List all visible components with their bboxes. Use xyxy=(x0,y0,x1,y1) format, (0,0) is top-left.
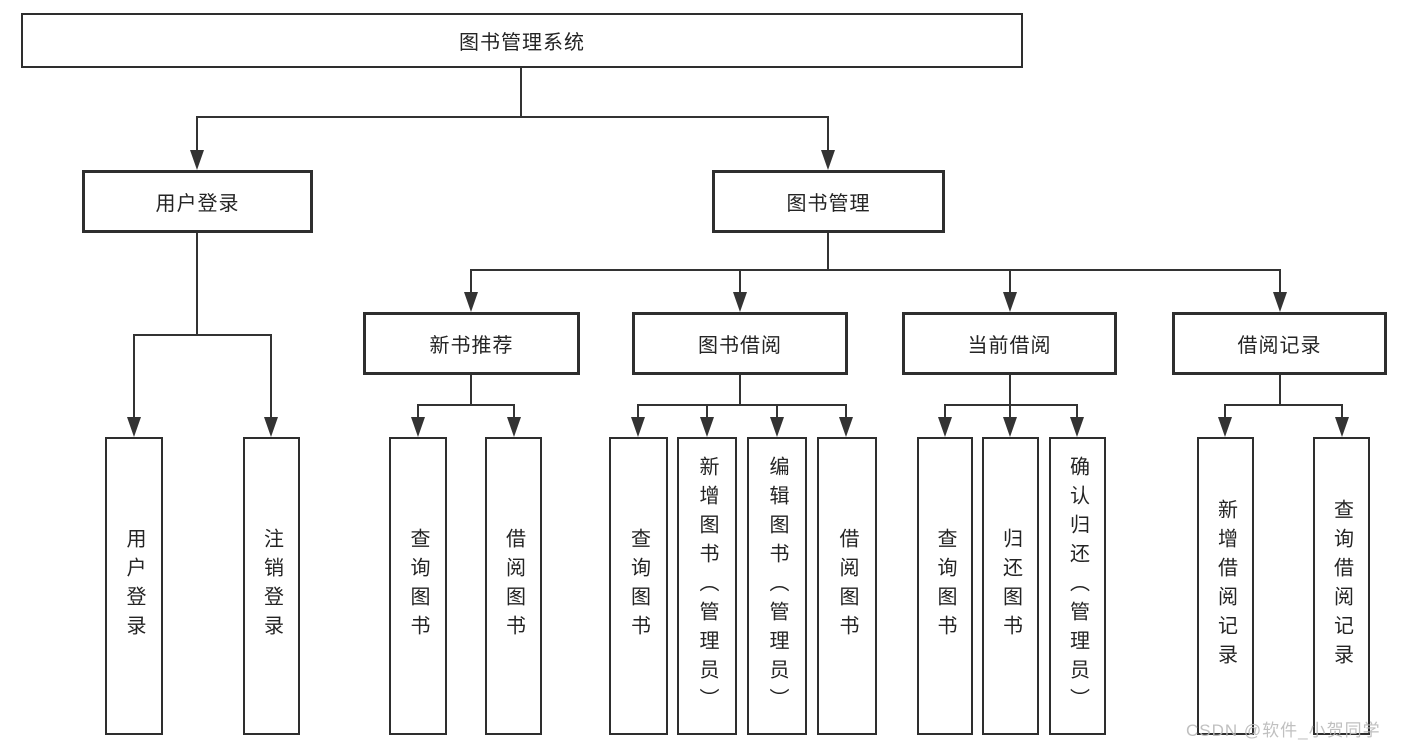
connector-line xyxy=(470,269,1281,271)
arrowhead-down-icon xyxy=(464,292,478,312)
connector-line xyxy=(1279,375,1281,405)
node-user-login: 用户登录 xyxy=(82,170,313,233)
node-current-borrowing: 当前借阅 xyxy=(902,312,1117,375)
arrowhead-down-icon xyxy=(821,150,835,170)
connector-line xyxy=(470,375,472,406)
connector-line xyxy=(513,404,515,417)
connector-line xyxy=(196,116,198,150)
connector-line xyxy=(1009,375,1011,406)
arrowhead-down-icon xyxy=(1003,292,1017,312)
connector-line xyxy=(637,404,639,417)
arrowhead-down-icon xyxy=(1070,417,1084,437)
node-new-book-recommend: 新书推荐 xyxy=(363,312,580,375)
csdn-watermark: CSDN @软件_小贺同学 xyxy=(1186,721,1381,740)
arrowhead-down-icon xyxy=(1003,417,1017,437)
leaf-record-add-borrow-record: 新增借阅记录 xyxy=(1197,437,1254,735)
connector-line xyxy=(706,404,708,417)
arrowhead-down-icon xyxy=(127,417,141,437)
leaf-current-query-book: 查询图书 xyxy=(917,437,973,735)
connector-line xyxy=(470,269,472,292)
arrowhead-down-icon xyxy=(411,417,425,437)
arrowhead-down-icon xyxy=(938,417,952,437)
arrowhead-down-icon xyxy=(839,417,853,437)
leaf-borrow-borrow-book: 借阅图书 xyxy=(817,437,877,735)
connector-line xyxy=(417,404,515,406)
arrowhead-down-icon xyxy=(733,292,747,312)
connector-line xyxy=(1076,404,1078,417)
arrowhead-down-icon xyxy=(1335,417,1349,437)
connector-line xyxy=(739,375,741,405)
node-system-root: 图书管理系统 xyxy=(21,13,1023,68)
leaf-recommend-query-book: 查询图书 xyxy=(389,437,447,735)
arrowhead-down-icon xyxy=(1218,417,1232,437)
leaf-record-query-borrow-record: 查询借阅记录 xyxy=(1313,437,1370,735)
arrowhead-down-icon xyxy=(631,417,645,437)
arrowhead-down-icon xyxy=(264,417,278,437)
connector-line xyxy=(417,404,419,417)
connector-line xyxy=(1009,269,1011,292)
connector-line xyxy=(739,269,741,292)
connector-line xyxy=(1341,404,1343,417)
leaf-recommend-borrow-book: 借阅图书 xyxy=(485,437,542,735)
connector-line xyxy=(1224,404,1226,417)
connector-line xyxy=(1224,404,1343,406)
leaf-logout: 注销登录 xyxy=(243,437,300,735)
leaf-current-confirm-return-admin: 确认归还（管理员） xyxy=(1049,437,1106,735)
connector-line xyxy=(637,404,847,406)
connector-line xyxy=(133,334,135,417)
connector-line xyxy=(1009,404,1011,417)
connector-line xyxy=(776,404,778,417)
connector-line xyxy=(133,334,272,336)
arrowhead-down-icon xyxy=(700,417,714,437)
connector-line xyxy=(270,334,272,417)
node-borrowing-records: 借阅记录 xyxy=(1172,312,1387,375)
connector-line xyxy=(845,404,847,417)
leaf-user-login: 用户登录 xyxy=(105,437,163,735)
node-book-borrowing: 图书借阅 xyxy=(632,312,848,375)
connector-line xyxy=(196,116,829,118)
leaf-borrow-query-book: 查询图书 xyxy=(609,437,668,735)
connector-line xyxy=(520,68,522,117)
arrowhead-down-icon xyxy=(1273,292,1287,312)
leaf-borrow-edit-book-admin: 编辑图书（管理员） xyxy=(747,437,807,735)
connector-line xyxy=(827,233,829,270)
connector-line xyxy=(944,404,946,417)
arrowhead-down-icon xyxy=(770,417,784,437)
connector-line xyxy=(196,233,198,335)
arrowhead-down-icon xyxy=(507,417,521,437)
connector-line xyxy=(827,116,829,150)
connector-line xyxy=(944,404,1078,406)
connector-line xyxy=(1279,269,1281,292)
arrowhead-down-icon xyxy=(190,150,204,170)
node-book-management: 图书管理 xyxy=(712,170,945,233)
leaf-borrow-add-book-admin: 新增图书（管理员） xyxy=(677,437,737,735)
leaf-current-return-book: 归还图书 xyxy=(982,437,1039,735)
